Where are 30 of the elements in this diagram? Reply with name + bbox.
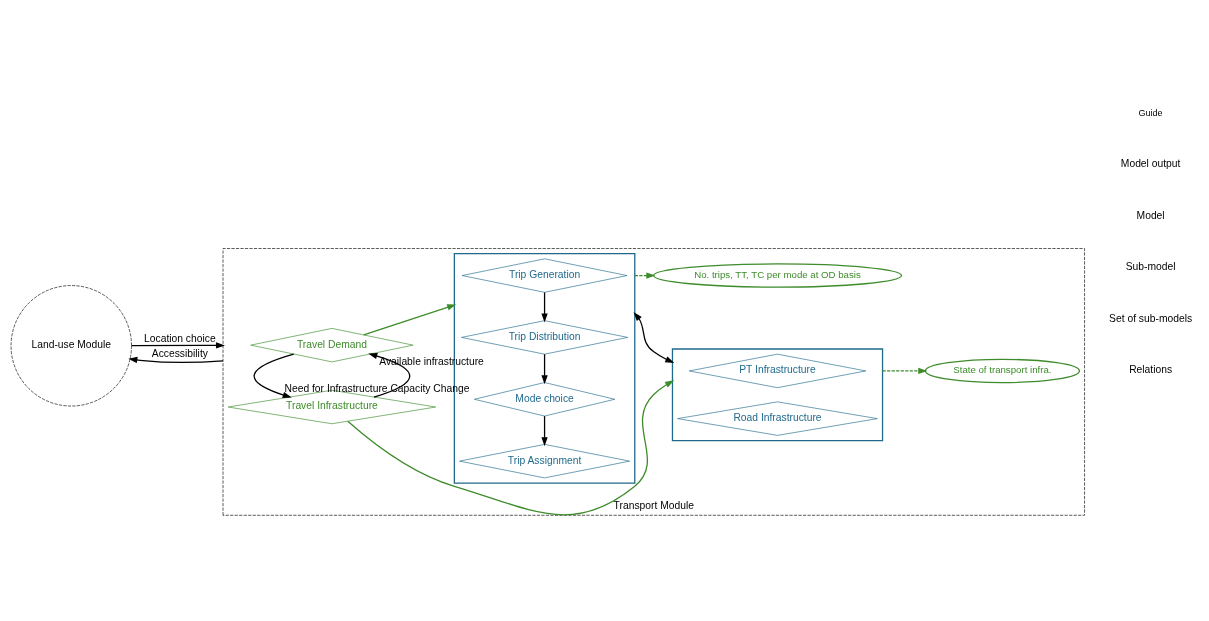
legend-label: Set of sub-models [1109, 312, 1193, 324]
arrow [541, 353, 548, 384]
legend-label: Relations [1129, 363, 1173, 375]
node-diamond: Mode choice [474, 381, 616, 416]
arrow [363, 303, 457, 336]
label: Guide [1138, 107, 1163, 118]
arrow [541, 415, 548, 446]
edge-label: Accessibility [151, 347, 208, 359]
arrow [253, 352, 295, 398]
arrow [347, 379, 675, 515]
node-diamond: PT Infrastructure [688, 353, 867, 388]
node-diamond: Road Infrastructure [677, 401, 878, 436]
arrow [633, 311, 675, 363]
node-circle: Land-use Module [10, 284, 132, 406]
legend-label: Model output [1120, 157, 1181, 169]
node-diamond: Trip Distribution [461, 319, 629, 354]
arrow [881, 367, 928, 374]
legend-label: Model [1136, 209, 1165, 221]
arrow [128, 356, 224, 363]
node-ellipse: No. trips, TT, TC per mode at OD basis [652, 262, 903, 288]
arrow [130, 341, 225, 349]
node-ellipse: State of transport infra. [924, 358, 1081, 383]
cluster [671, 347, 884, 441]
arrow [634, 271, 656, 279]
node-diamond: Trip Generation [461, 258, 628, 293]
node-diamond: Trip Assignment [459, 443, 630, 478]
edge-label: Location choice [144, 332, 216, 344]
arrow [368, 352, 411, 398]
arrow [541, 291, 548, 322]
legend-label: Sub-model [1125, 260, 1176, 272]
